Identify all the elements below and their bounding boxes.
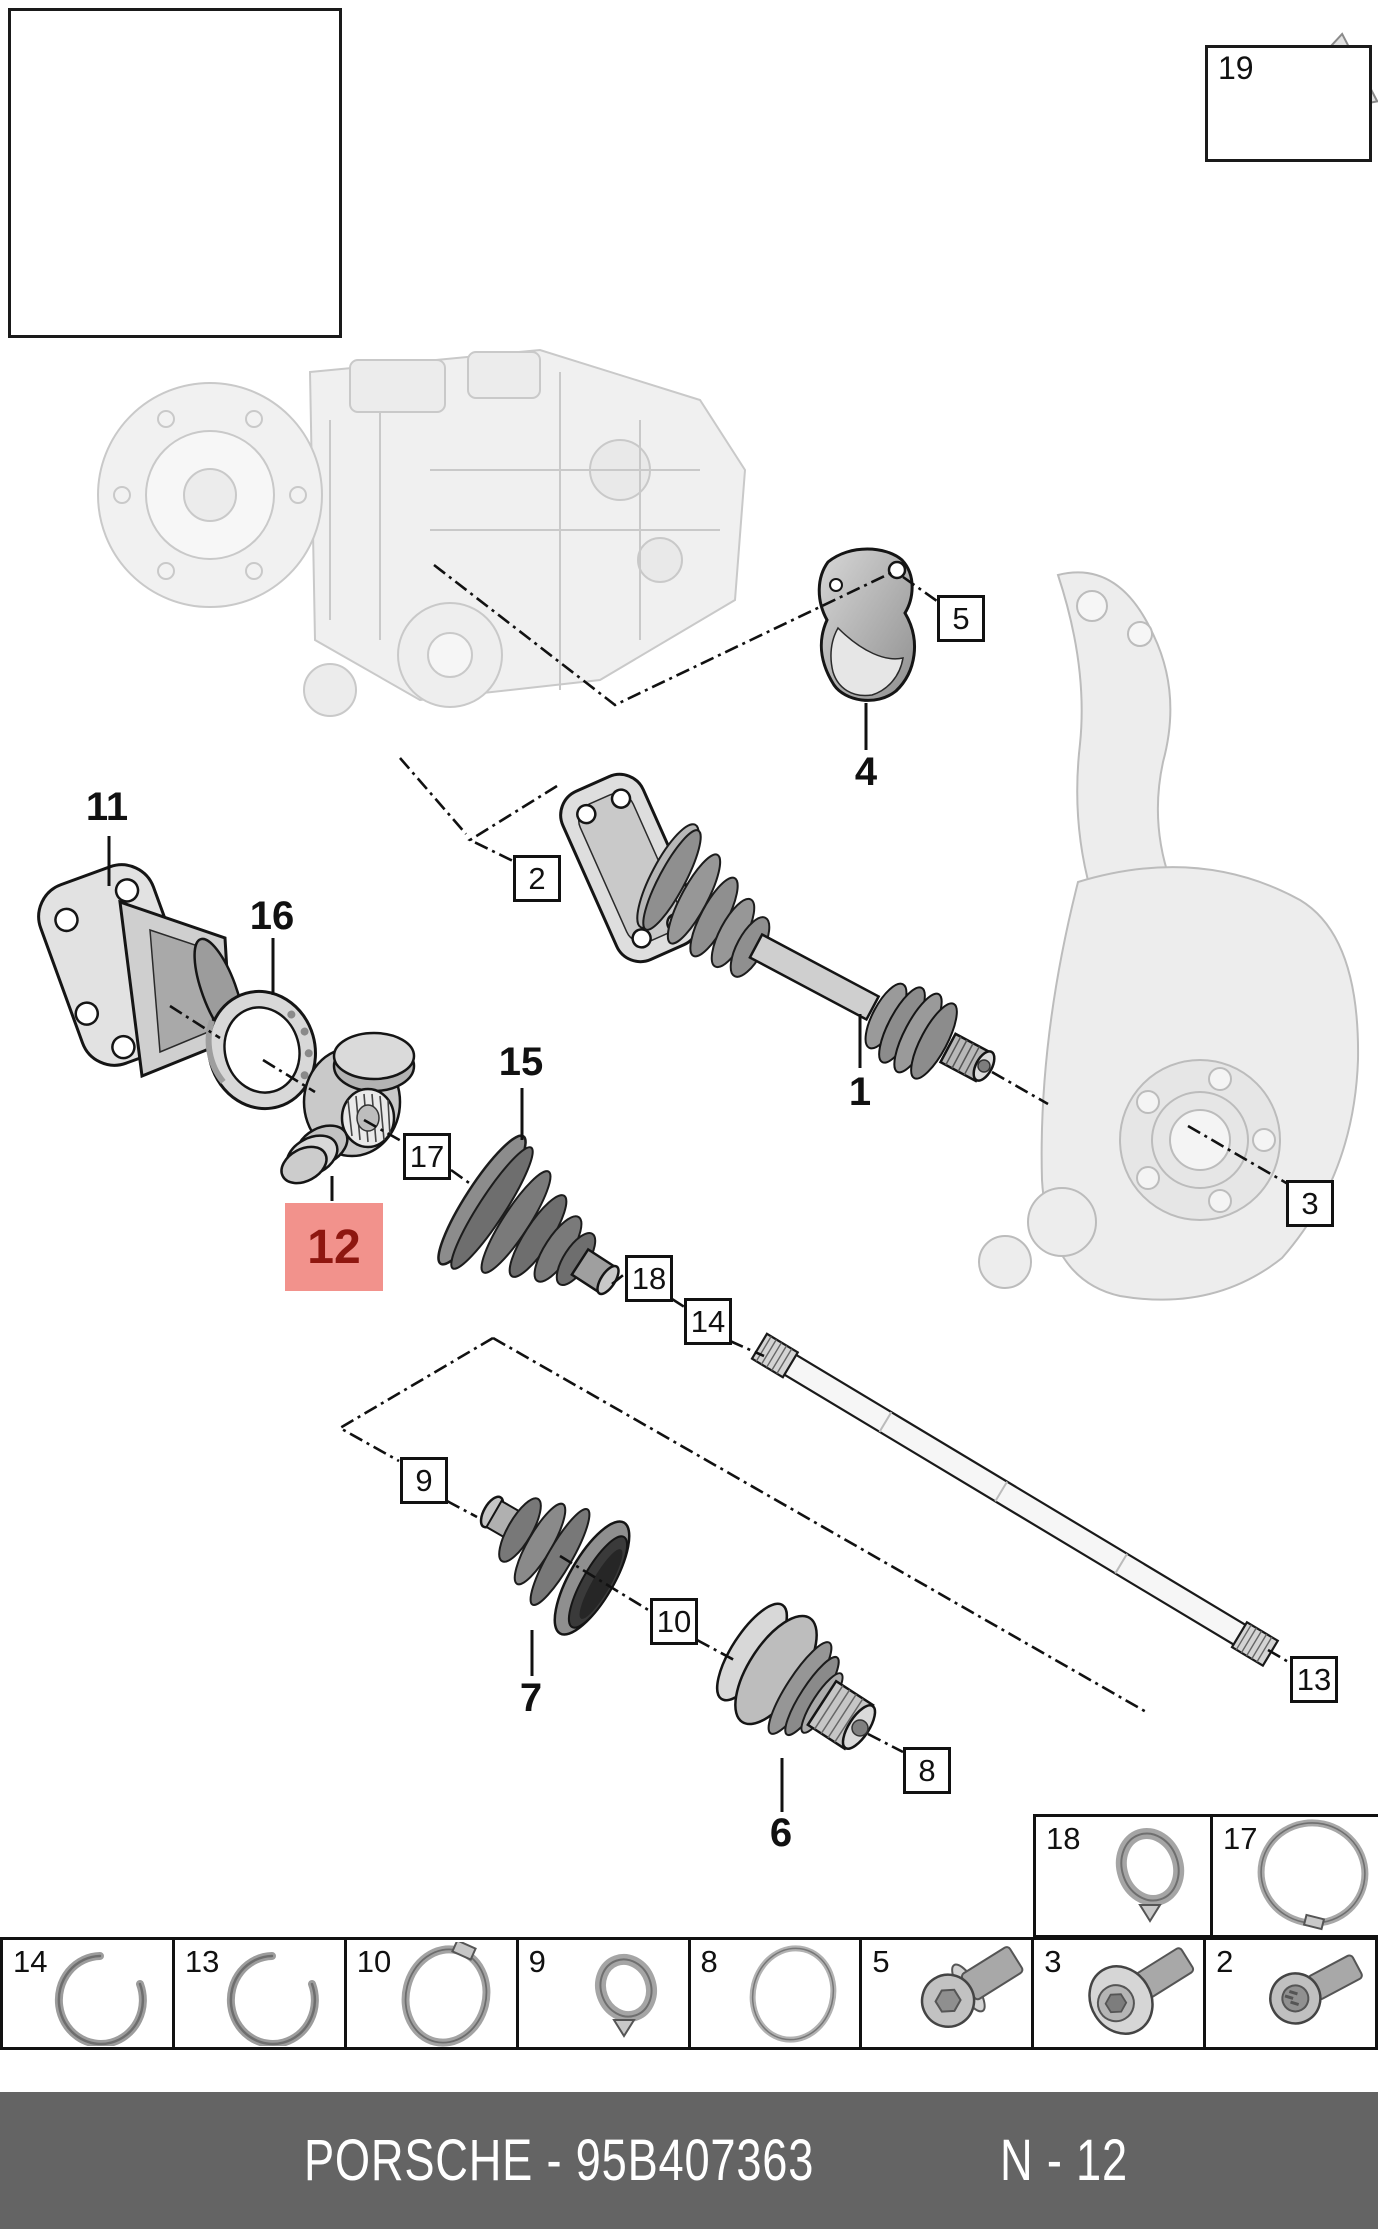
heat-shield-illustration [817,547,917,702]
table-cell-18[interactable]: 18 [1033,1814,1213,1938]
table-cell-10[interactable]: 10 [343,1937,519,2050]
grease-callout-label: 19 [1218,50,1254,86]
flange-bolt-icon [1088,1947,1195,2035]
table-cell-14[interactable]: 14 [0,1937,175,2050]
table-cell-5[interactable]: 5 [859,1937,1035,2050]
intermediate-shaft-illustration [750,1332,1280,1668]
table-ref-17: 17 [1223,1821,1258,1856]
parts-table-main: 14 13 10 [0,1937,1378,2050]
spline-bolt-icon [1269,1954,1363,2025]
table-ref-14: 14 [13,1944,48,1979]
footer-page-number: N - 12 [999,2128,1128,2193]
callout-17-box[interactable]: 17 [403,1133,451,1180]
table-cell-3[interactable]: 3 [1031,1937,1207,2050]
callout-2-box[interactable]: 2 [513,855,561,902]
callout-8-box[interactable]: 8 [903,1747,951,1794]
leader-lines-dashed [169,563,1293,1754]
wheel-carrier-ghost-illustration [978,571,1360,1301]
callout-12-highlighted[interactable]: 12 [285,1203,383,1291]
callout-7[interactable]: 7 [519,1676,543,1720]
table-cell-8[interactable]: 8 [687,1937,863,2050]
callout-5-box[interactable]: 5 [937,595,985,642]
outer-joint-illustration [715,1602,877,1751]
table-ref-18: 18 [1046,1821,1081,1856]
footer-part-number: PORSCHE - 95B407363 [304,2128,815,2193]
vehicle-thumbnail-box [8,8,342,338]
callout-15[interactable]: 15 [498,1040,544,1084]
table-cell-2[interactable]: 2 [1203,1937,1378,2050]
callout-9-box[interactable]: 9 [400,1457,448,1504]
callout-16[interactable]: 16 [249,894,295,938]
grease-callout-box[interactable]: 19 [1205,45,1372,162]
boot-7-illustration [479,1495,631,1636]
leader-lines-solid [107,703,868,1812]
engine-ghost-illustration [97,348,747,717]
table-ref-8: 8 [700,1944,718,1979]
table-ref-13: 13 [184,1944,220,1979]
table-cell-13[interactable]: 13 [171,1937,347,2050]
circlip-icon [54,1952,147,2046]
table-cell-17[interactable]: 17 [1210,1814,1378,1938]
table-cell-9[interactable]: 9 [515,1937,691,2050]
callout-18-box[interactable]: 18 [625,1255,673,1302]
callout-1[interactable]: 1 [848,1070,872,1114]
circlip-icon [226,1952,319,2046]
seal-ring-icon [749,1945,837,2043]
table-ref-10: 10 [356,1944,392,1979]
parts-table-upper: 18 17 [1033,1814,1378,1938]
table-ref-9: 9 [528,1944,546,1979]
band-clamp-icon [1257,1819,1369,1931]
band-clamp-icon [401,1942,491,2047]
table-ref-5: 5 [872,1944,890,1979]
table-ref-3: 3 [1044,1944,1062,1979]
callout-6[interactable]: 6 [769,1811,793,1855]
callout-13-box[interactable]: 13 [1290,1656,1338,1703]
callout-4[interactable]: 4 [854,750,878,794]
axle-shaft-illustration [559,772,996,1083]
boot-15-illustration [437,1134,620,1296]
callout-10-box[interactable]: 10 [650,1598,698,1645]
callout-3-box[interactable]: 3 [1286,1180,1334,1227]
tripod-joint-illustration [280,1031,416,1185]
ear-clamp-icon [594,1953,657,2038]
socket-bolt-icon [921,1946,1024,2028]
footer-bar: PORSCHE - 95B407363 N - 12 [0,2092,1378,2229]
table-ref-2: 2 [1216,1944,1234,1979]
ear-clamp-icon [1115,1828,1185,1923]
callout-11[interactable]: 11 [85,785,129,829]
callout-14-box[interactable]: 14 [684,1298,732,1345]
